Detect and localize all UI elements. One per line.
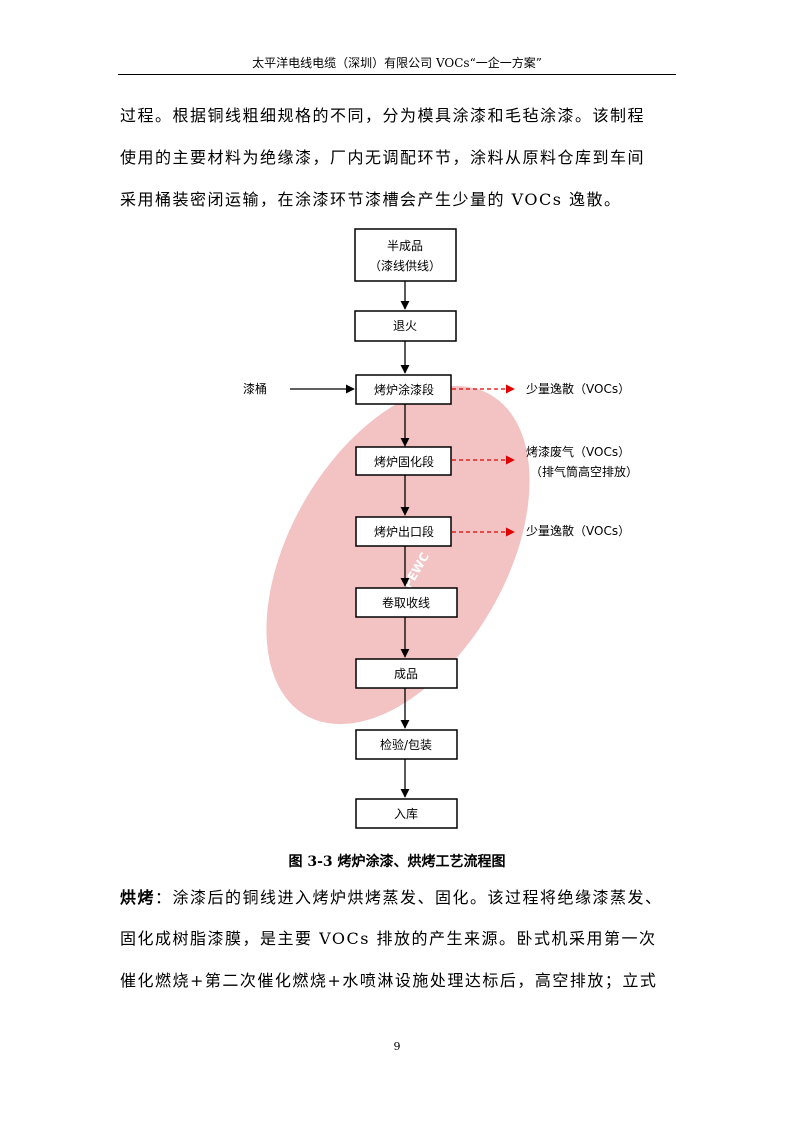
flow-step-3: 烤炉涂漆段 — [355, 374, 452, 405]
flow-output-2-sublabel: （排气筒高空排放） — [530, 464, 638, 479]
flow-step-4: 烤炉固化段 — [355, 446, 452, 476]
paragraph-bottom-line-1: 烘烤：涂漆后的铜线进入烤炉烘烤蒸发、固化。该过程将绝缘漆蒸发、 — [120, 888, 676, 908]
flow-step-2-label: 退火 — [393, 319, 417, 333]
flow-output-3-label: 少量逸散（VOCs） — [526, 523, 630, 538]
flow-step-8: 检验/包装 — [355, 729, 458, 760]
paragraph-bottom-line-2: 固化成树脂漆膜，是主要 VOCs 排放的产生来源。卧式机采用第一次 — [120, 929, 657, 948]
paragraph-top-line-3: 采用桶装密闭运输，在涂漆环节漆槽会产生少量的 VOCs 逸散。 — [120, 190, 622, 209]
paragraph-top-line-2: 使用的主要材料为绝缘漆，厂内无调配环节，涂料从原料仓库到车间 — [120, 148, 646, 167]
flow-output-2-label: 烤漆废气（VOCs） — [526, 444, 630, 459]
flow-step-4-label: 烤炉固化段 — [374, 454, 434, 469]
flow-step-8-label: 检验/包装 — [380, 737, 432, 752]
flow-step-5-label: 烤炉出口段 — [374, 524, 434, 539]
flow-connectors — [290, 281, 515, 798]
flow-step-1: 半成品 （漆线供线） — [354, 228, 457, 282]
flow-step-6-label: 卷取收线 — [382, 595, 430, 610]
flow-step-1-sublabel: （漆线供线） — [369, 259, 441, 273]
paragraph-bottom-label: 烘烤 — [120, 888, 156, 907]
flow-step-2: 退火 — [354, 310, 457, 342]
pewc-watermark-logo: PEWC — [266, 385, 530, 725]
flow-step-3-label: 烤炉涂漆段 — [374, 382, 434, 397]
flow-output-1-label: 少量逸散（VOCs） — [526, 381, 630, 396]
flow-step-7: 成品 — [355, 658, 458, 689]
flow-step-7-label: 成品 — [394, 667, 418, 681]
flow-step-6: 卷取收线 — [355, 587, 458, 618]
header-rule — [118, 74, 676, 75]
paragraph-bottom-line-3: 催化燃烧+第二次催化燃烧+水喷淋设施处理达标后，高空排放；立式 — [120, 971, 658, 990]
flow-step-5: 烤炉出口段 — [355, 516, 452, 547]
flow-step-1-label: 半成品 — [387, 239, 423, 253]
page-header: 太平洋电线电缆（深圳）有限公司 VOCs“一企一方案” — [252, 56, 542, 70]
flow-step-9: 入库 — [355, 798, 458, 829]
paragraph-bottom-line-1-text: ：涂漆后的铜线进入烤炉烘烤蒸发、固化。该过程将绝缘漆蒸发、 — [155, 888, 663, 907]
figure-caption: 图 3-3 烤炉涂漆、烘烤工艺流程图 — [288, 854, 506, 870]
flow-input-label: 漆桶 — [243, 381, 267, 396]
watermark-ellipse — [266, 385, 530, 725]
paragraph-top-line-1: 过程。根据铜线粗细规格的不同，分为模具涂漆和毛毡涂漆。该制程 — [120, 106, 646, 125]
page-number: 9 — [393, 1040, 401, 1053]
flow-step-9-label: 入库 — [394, 806, 418, 821]
